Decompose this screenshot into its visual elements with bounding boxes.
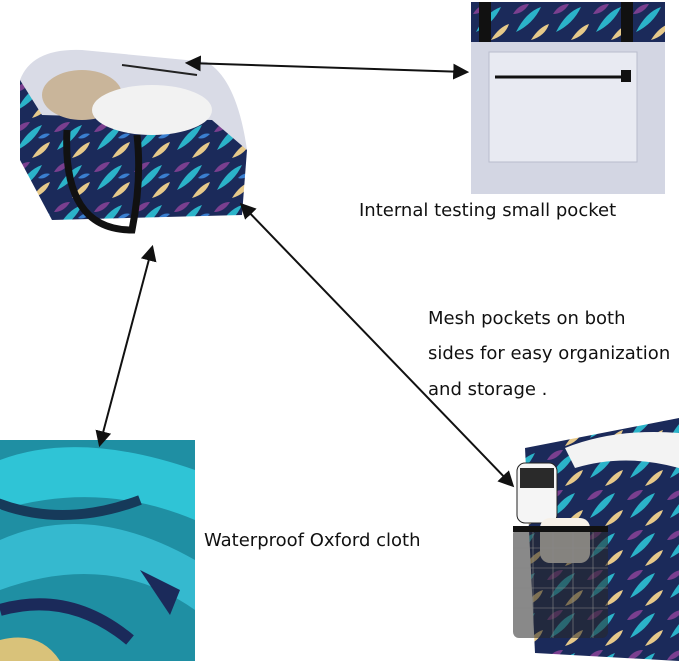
arrow-bag-to-mesh-pocket xyxy=(239,202,515,488)
cloth-caption: Waterproof Oxford cloth xyxy=(204,530,421,551)
internal-pocket-photo xyxy=(471,2,665,194)
arrow-bag-to-cloth xyxy=(95,244,157,448)
arrow-bag-to-pocket xyxy=(184,55,470,80)
mesh-pocket-bag-photo xyxy=(505,408,679,661)
oxford-cloth-closeup-photo xyxy=(0,440,195,661)
